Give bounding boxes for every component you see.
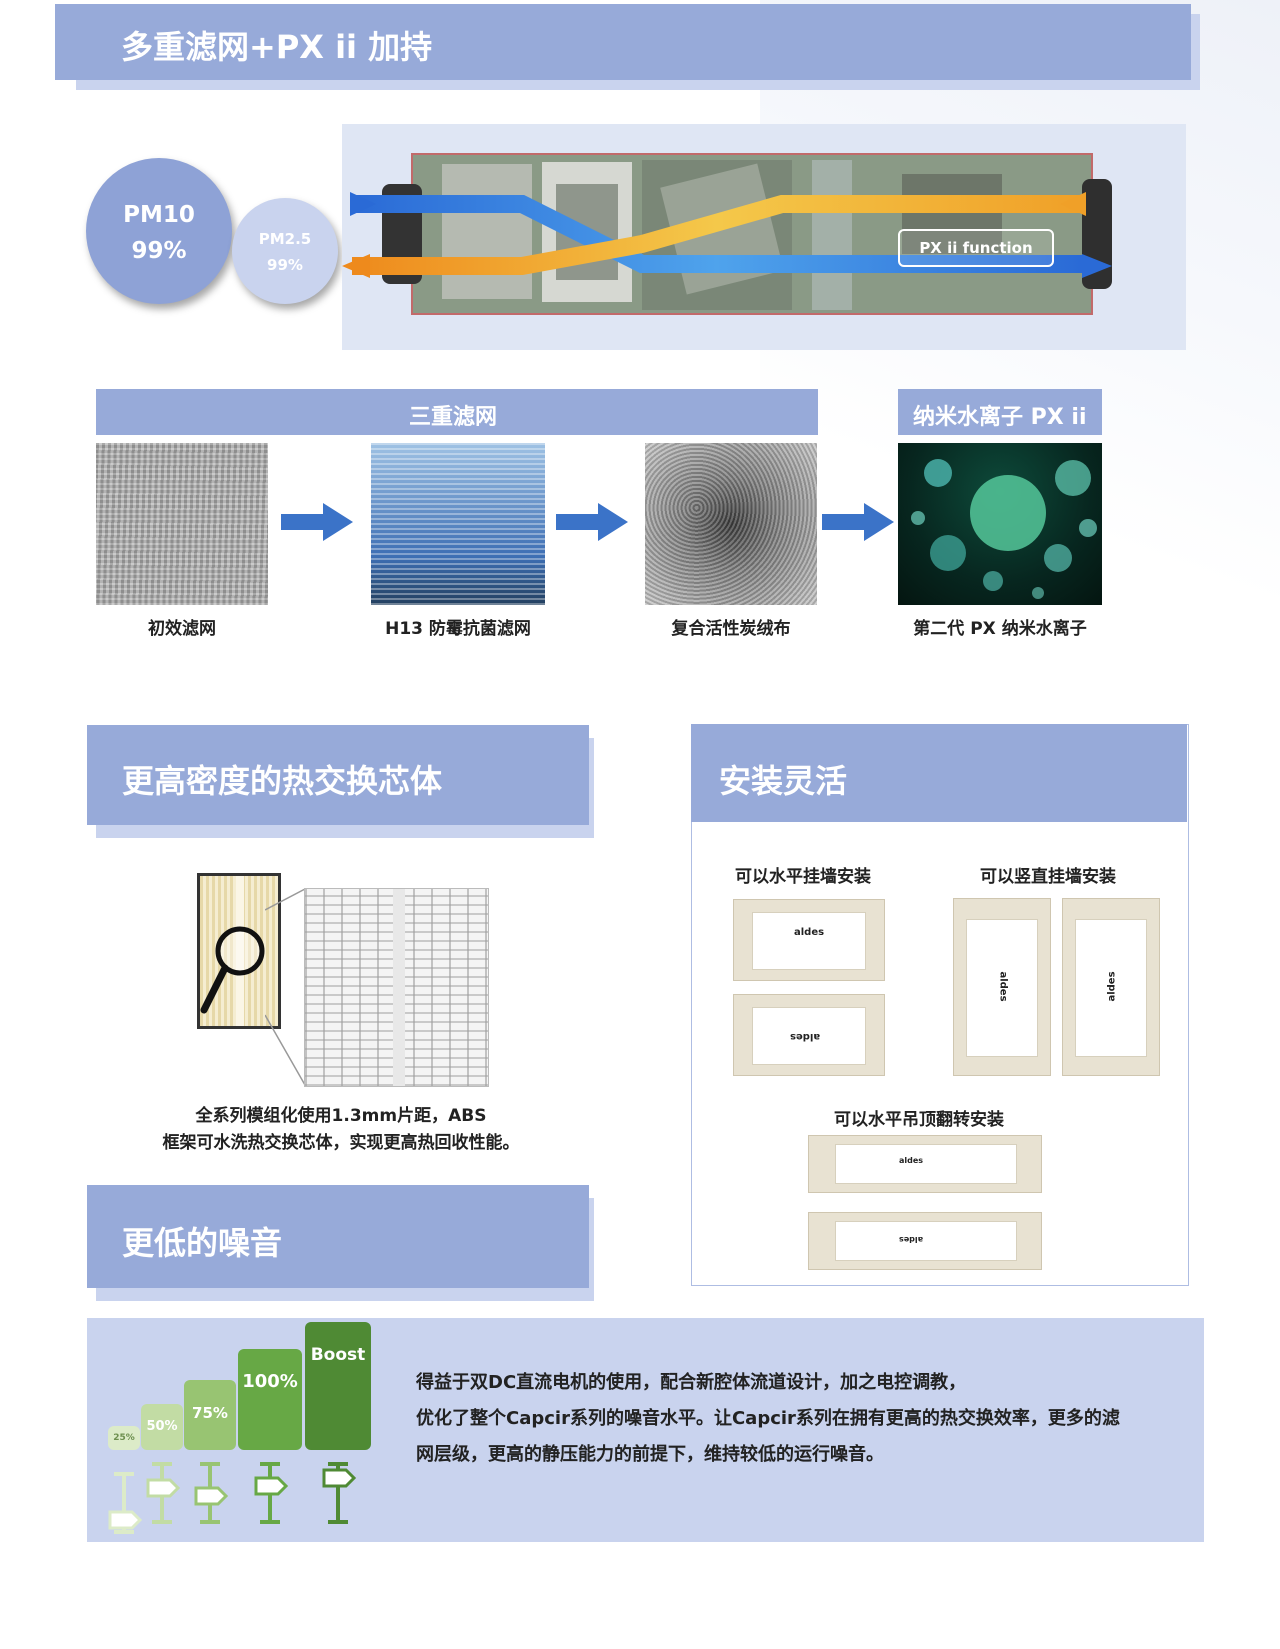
nano-ion-title: 纳米水离子 PX ii	[913, 405, 1087, 430]
installation-title: 安装灵活	[719, 762, 848, 800]
unit-airflow-diagram	[342, 124, 1186, 350]
closeup-frame-strip	[393, 889, 405, 1086]
unit-vertical-wall-1: aldes	[953, 898, 1051, 1076]
pm25-circle: PM2.5 99%	[232, 198, 338, 304]
triple-filter-title: 三重滤网	[409, 405, 498, 430]
unit-body	[835, 1221, 1017, 1261]
heat-exchanger-title: 更高密度的热交换芯体	[122, 762, 443, 800]
page-title: 多重滤网+PX ii 加持	[121, 28, 433, 66]
unit-ceiling-1: aldes	[808, 1135, 1042, 1193]
unit-brand-label: aldes	[899, 1156, 924, 1165]
unit-vertical-wall-2: aldes	[1062, 898, 1160, 1076]
noise-level-bar: 75%	[184, 1380, 236, 1450]
unit-body	[835, 1144, 1017, 1184]
carbon-filter-image	[645, 443, 817, 605]
heat-exchanger-desc-line2: 框架可水洗热交换芯体，实现更高热回收性能。	[162, 1133, 520, 1153]
pm25-value: 99%	[267, 256, 303, 274]
heat-exchanger-desc-line1: 全系列模组化使用1.3mm片距，ABS	[195, 1106, 487, 1126]
noise-text-line2: 优化了整个Capcir系列的噪音水平。让Capcir系列在拥有更高的热交换效率，…	[416, 1408, 1120, 1429]
pleat-overlay	[371, 443, 545, 605]
zoom-lines	[265, 888, 306, 1086]
fan-speed-marker-icon	[254, 1462, 289, 1524]
unit-brand-label: aldes	[899, 1235, 924, 1244]
horizontal-wall-caption: 可以水平挂墙安装	[735, 867, 871, 887]
noise-title: 更低的噪音	[122, 1224, 283, 1262]
pm10-circle: PM10 99%	[86, 158, 232, 304]
nano-ion-illustration	[911, 459, 1097, 599]
filter-caption: 复合活性炭绒布	[671, 619, 791, 639]
unit-brand-label: aldes	[790, 1031, 821, 1042]
arrow-right-icon	[556, 503, 628, 541]
unit-ceiling-2: aldes	[808, 1212, 1042, 1270]
nano-ion-image	[898, 443, 1102, 605]
noise-level-bar: 50%	[141, 1404, 183, 1450]
heat-exchanger-core-image	[197, 873, 281, 1029]
arrow-right-icon	[822, 503, 894, 541]
triple-filter-header: 三重滤网	[96, 389, 818, 435]
vertical-wall-caption: 可以竖直挂墙安装	[980, 867, 1116, 887]
core-center-strip	[236, 876, 244, 1026]
ceiling-caption: 可以水平吊顶翻转安装	[834, 1110, 1004, 1130]
noise-level-bar: 100%	[238, 1349, 302, 1450]
arrow-right-icon	[281, 503, 353, 541]
unit-illustration	[342, 153, 1112, 315]
mesh-overlay	[96, 443, 268, 605]
noise-text-line1: 得益于双DC直流电机的使用，配合新腔体流道设计，加之电控调教，	[416, 1372, 967, 1393]
unit-body	[752, 1007, 866, 1065]
pm25-label: PM2.5	[258, 230, 312, 248]
fan-speed-marker-icon	[108, 1472, 143, 1534]
unit-brand-label: aldes	[997, 971, 1009, 1002]
fan-speed-marker-icon	[146, 1462, 181, 1524]
unit-brand-label: aldes	[1106, 971, 1118, 1002]
unit-horizontal-wall-2: aldes	[733, 994, 885, 1076]
pm10-value: 99%	[131, 238, 187, 264]
h13-filter-image	[371, 443, 545, 605]
unit-brand-label: aldes	[794, 927, 825, 938]
filter-caption: 初效滤网	[148, 619, 216, 639]
filter-caption: 第二代 PX 纳米水离子	[913, 619, 1087, 639]
installation-header: 安装灵活	[691, 724, 1187, 822]
magnifier-icon	[200, 926, 265, 1014]
unit-body	[966, 919, 1038, 1057]
header-bar: 多重滤网+PX ii 加持	[55, 4, 1191, 80]
unit-horizontal-wall-1: aldes	[733, 899, 885, 981]
fan-speed-marker-icon	[194, 1462, 229, 1524]
px-function-label: PX ii function	[898, 229, 1054, 267]
unit-body	[1075, 919, 1147, 1057]
filter-caption: H13 防霉抗菌滤网	[385, 619, 531, 639]
noise-header: 更低的噪音	[87, 1185, 589, 1288]
noise-level-bar: Boost	[305, 1322, 371, 1450]
pm10-label: PM10	[123, 202, 195, 228]
heat-exchanger-closeup	[304, 888, 489, 1087]
noise-text-line3: 网层级，更高的静压能力的前提下，维持较低的运行噪音。	[416, 1444, 884, 1465]
unit-body	[752, 912, 866, 970]
carbon-texture	[645, 443, 817, 605]
nano-ion-header: 纳米水离子 PX ii	[898, 389, 1102, 435]
noise-level-bar: 25%	[108, 1426, 140, 1450]
primary-filter-image	[96, 443, 268, 605]
heat-exchanger-header: 更高密度的热交换芯体	[87, 725, 589, 825]
fan-speed-marker-icon	[322, 1462, 357, 1524]
